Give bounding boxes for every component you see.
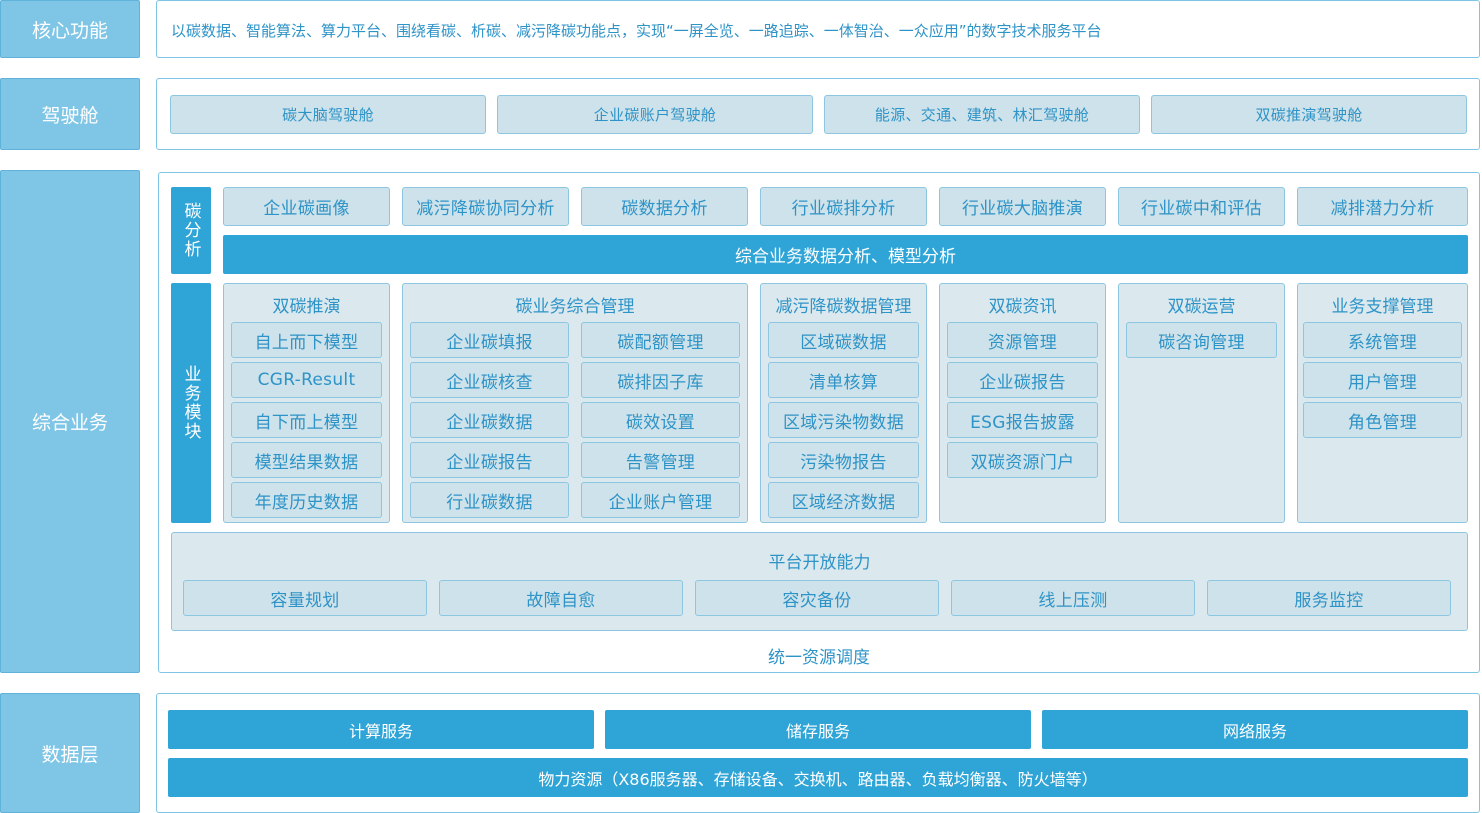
module-item[interactable]: 双碳资源门户 <box>947 442 1098 478</box>
analysis-item[interactable]: 减污降碳协同分析 <box>402 187 569 226</box>
analysis-item[interactable]: 行业碳中和评估 <box>1118 187 1285 226</box>
module-group: 双碳运营 碳咨询管理 <box>1118 283 1285 523</box>
platform-title: 平台开放能力 <box>768 553 871 573</box>
physical-resources: 物力资源（X86服务器、存储设备、交换机、路由器、负载均衡器、防火墙等） <box>168 758 1468 797</box>
module-group-title: 业务支撑管理 <box>1331 297 1434 317</box>
module-item[interactable]: 污染物报告 <box>768 442 919 478</box>
module-item[interactable]: 碳配额管理 <box>581 322 740 358</box>
row-label-core: 核心功能 <box>0 0 140 58</box>
module-item[interactable]: CGR-Result <box>231 362 382 398</box>
module-group: 双碳推演 自上而下模型 CGR-Result 自下而上模型 模型结果数据 年度历… <box>223 283 390 523</box>
analysis-item[interactable]: 行业碳排分析 <box>760 187 927 226</box>
module-item[interactable]: 角色管理 <box>1303 402 1462 438</box>
cockpit-frame: 碳大脑驾驶舱 企业碳账户驾驶舱 能源、交通、建筑、林汇驾驶舱 双碳推演驾驶舱 <box>156 78 1480 150</box>
cockpit-item[interactable]: 企业碳账户驾驶舱 <box>497 95 813 134</box>
module-item[interactable]: 企业碳报告 <box>947 362 1098 398</box>
module-item[interactable]: 自上而下模型 <box>231 322 382 358</box>
service-item[interactable]: 网络服务 <box>1042 710 1468 749</box>
module-item[interactable]: 企业账户管理 <box>581 482 740 518</box>
service-item[interactable]: 计算服务 <box>168 710 594 749</box>
cockpit-item[interactable]: 能源、交通、建筑、林汇驾驶舱 <box>824 95 1140 134</box>
service-item[interactable]: 储存服务 <box>605 710 1031 749</box>
analysis-item[interactable]: 企业碳画像 <box>223 187 390 226</box>
module-item[interactable]: 企业碳数据 <box>410 402 569 438</box>
platform-item[interactable]: 服务监控 <box>1207 580 1451 616</box>
platform-item[interactable]: 故障自愈 <box>439 580 683 616</box>
module-group: 双碳资讯 资源管理 企业碳报告 ESG报告披露 双碳资源门户 <box>939 283 1106 523</box>
module-group-title: 碳业务综合管理 <box>515 297 635 317</box>
module-item[interactable]: 企业碳报告 <box>410 442 569 478</box>
module-item[interactable]: 告警管理 <box>581 442 740 478</box>
analysis-item[interactable]: 碳数据分析 <box>581 187 748 226</box>
analysis-tab: 碳分析 <box>171 187 211 274</box>
platform-item[interactable]: 容量规划 <box>183 580 427 616</box>
core-frame: 以碳数据、智能算法、算力平台、围绕看碳、析碳、减污降碳功能点，实现“一屏全览、一… <box>156 0 1480 58</box>
module-group-title: 减污降碳数据管理 <box>775 297 912 317</box>
data-frame: 计算服务 储存服务 网络服务 物力资源（X86服务器、存储设备、交换机、路由器、… <box>156 693 1480 813</box>
module-group: 碳业务综合管理 企业碳填报 碳配额管理 企业碳核查 碳排因子库 企业碳数据 碳效… <box>402 283 748 523</box>
module-group: 减污降碳数据管理 区域碳数据 清单核算 区域污染物数据 污染物报告 区域经济数据 <box>760 283 927 523</box>
analysis-item[interactable]: 减排潜力分析 <box>1297 187 1468 226</box>
row-label-business: 综合业务 <box>0 170 140 673</box>
business-frame: 碳分析 企业碳画像 减污降碳协同分析 碳数据分析 行业碳排分析 行业碳大脑推演 … <box>158 172 1480 673</box>
analysis-banner: 综合业务数据分析、模型分析 <box>223 235 1468 274</box>
module-item[interactable]: 区域污染物数据 <box>768 402 919 438</box>
module-item[interactable]: 系统管理 <box>1303 322 1462 358</box>
module-item[interactable]: 自下而上模型 <box>231 402 382 438</box>
module-item[interactable]: 企业碳填报 <box>410 322 569 358</box>
module-group-title: 双碳资讯 <box>988 297 1057 317</box>
module-group: 业务支撑管理 系统管理 用户管理 角色管理 <box>1297 283 1468 523</box>
module-group-title: 双碳推演 <box>272 297 341 317</box>
platform-group: 平台开放能力 容量规划 故障自愈 容灾备份 线上压测 服务监控 <box>171 532 1468 631</box>
module-item[interactable]: 资源管理 <box>947 322 1098 358</box>
cockpit-item[interactable]: 双碳推演驾驶舱 <box>1151 95 1467 134</box>
module-item[interactable]: 模型结果数据 <box>231 442 382 478</box>
module-item[interactable]: 年度历史数据 <box>231 482 382 518</box>
module-group-title: 双碳运营 <box>1167 297 1236 317</box>
row-label-cockpit: 驾驶舱 <box>0 78 140 150</box>
analysis-item[interactable]: 行业碳大脑推演 <box>939 187 1106 226</box>
module-item[interactable]: 区域经济数据 <box>768 482 919 518</box>
platform-item[interactable]: 容灾备份 <box>695 580 939 616</box>
module-item[interactable]: 区域碳数据 <box>768 322 919 358</box>
module-item[interactable]: 行业碳数据 <box>410 482 569 518</box>
business-footer: 统一资源调度 <box>768 648 870 668</box>
cockpit-item[interactable]: 碳大脑驾驶舱 <box>170 95 486 134</box>
module-item[interactable]: 碳咨询管理 <box>1126 322 1277 358</box>
module-item[interactable]: 企业碳核查 <box>410 362 569 398</box>
module-item[interactable]: 清单核算 <box>768 362 919 398</box>
modules-tab: 业务模块 <box>171 283 211 523</box>
module-item[interactable]: 碳效设置 <box>581 402 740 438</box>
module-item[interactable]: 碳排因子库 <box>581 362 740 398</box>
core-description: 以碳数据、智能算法、算力平台、围绕看碳、析碳、减污降碳功能点，实现“一屏全览、一… <box>171 22 1102 40</box>
module-item[interactable]: ESG报告披露 <box>947 402 1098 438</box>
row-label-data: 数据层 <box>0 693 140 813</box>
module-item[interactable]: 用户管理 <box>1303 362 1462 398</box>
platform-item[interactable]: 线上压测 <box>951 580 1195 616</box>
